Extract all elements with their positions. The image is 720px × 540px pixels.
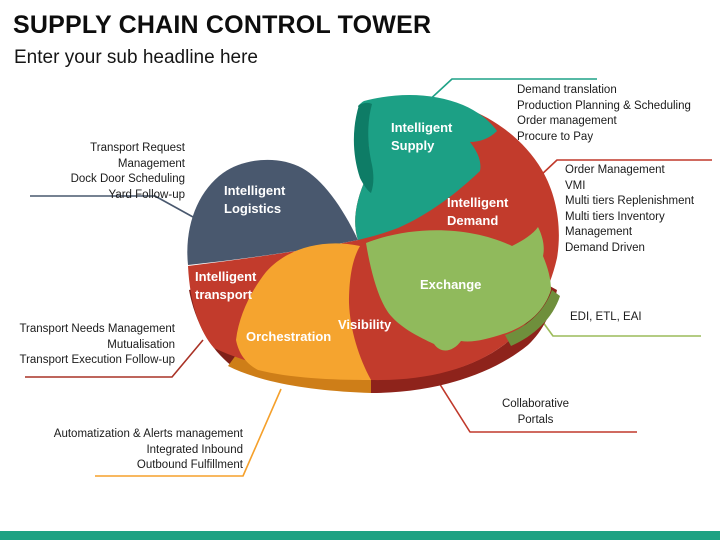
label-visibility: Visibility [338,317,392,332]
orchestration-callout-line [95,388,282,477]
demand-callout-line [539,159,712,177]
supply-side-face [353,102,374,193]
transport-callout-line [25,339,204,378]
label-intelligent-logistics: Intelligent Logistics [224,183,286,216]
footer-accent-bar [0,531,720,540]
label-exchange: Exchange [420,277,482,292]
segment-intelligent-logistics [187,159,358,265]
callout-orchestration-notes: Automatization & Alerts management Integ… [53,428,243,471]
collaborative-callout-line [428,366,637,433]
label-intelligent-supply: Intelligent Supply [391,120,453,153]
supply-callout-line [424,78,597,105]
callout-logistics-notes: Transport Request Management Dock Door S… [70,142,185,201]
label-intelligent-transport: Intelligent transport [195,269,257,302]
callout-supply-notes: Demand translation Production Planning &… [517,84,691,143]
segment-intelligent-supply [355,95,497,240]
callout-demand-notes: Order Management VMI Multi tiers Repleni… [565,164,695,254]
label-orchestration: Orchestration [246,329,332,344]
logistics-callout-line [30,195,194,218]
callout-collaborative-notes: Collaborative Portals [501,398,570,426]
label-intelligent-demand: Intelligent Demand [447,195,509,228]
segment-exchange [366,227,551,351]
callout-transport-notes: Transport Needs Management Mutualisation… [19,323,175,366]
rim-olive-face [505,290,560,346]
page-subtitle: Enter your sub headline here [14,47,258,68]
segment-orchestration [236,243,371,380]
page-title: SUPPLY CHAIN CONTROL TOWER [13,11,432,39]
callout-exchange-notes: EDI, ETL, EAI [570,311,642,323]
